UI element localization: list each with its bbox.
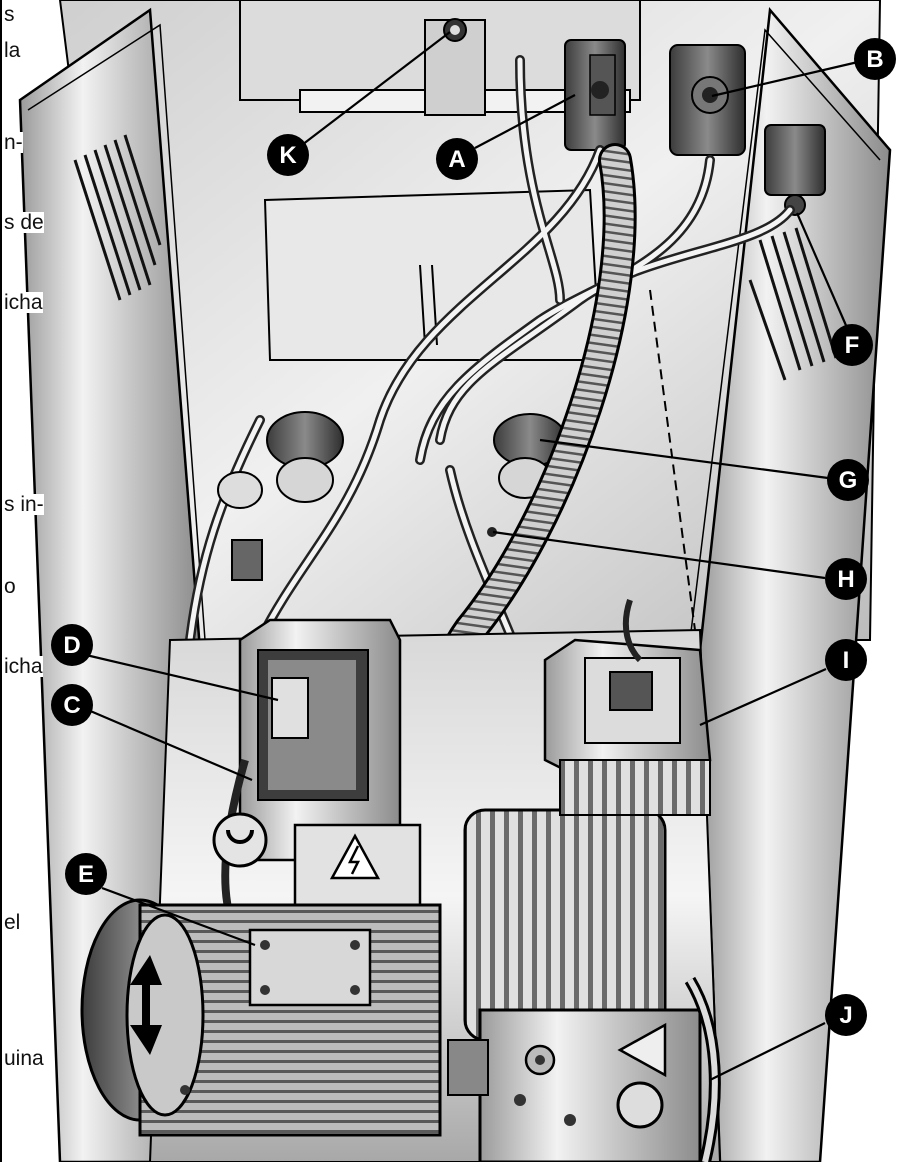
text-fragment-3: n- [4,131,23,154]
text-fragment-6: s in- [4,493,44,516]
text-fragment-5: icha [4,291,43,314]
text-fragment-4: s de [4,211,44,234]
text-fragment-8: icha [4,655,43,678]
text-fragment-2: la [4,39,21,62]
text-fragment-9: el [4,911,21,934]
text-fragment-1: s [4,3,15,26]
text-fragment-10: uina [4,1047,44,1070]
text-fragment-7: o [4,575,16,598]
